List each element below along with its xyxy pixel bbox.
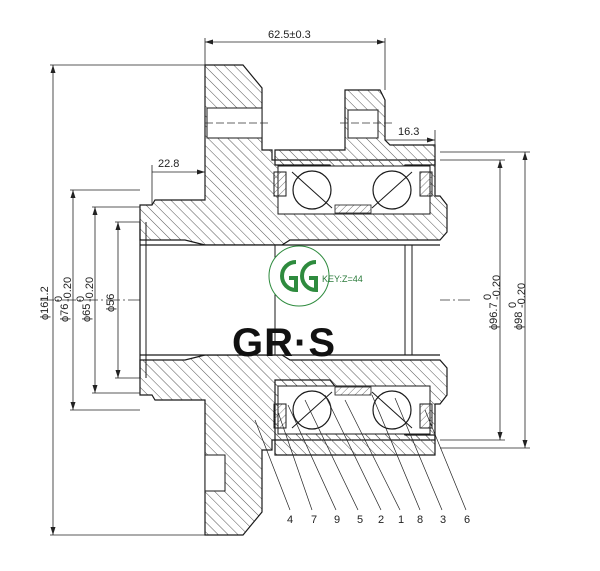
dim-dia-76-tol-lower: -0.20 <box>62 277 74 302</box>
part-number-label: 6 <box>464 514 470 526</box>
dim-dia-98: ϕ98 <box>513 312 525 330</box>
part-number-label: 2 <box>378 514 384 526</box>
dim-dia-96-7-tol-upper: 0 <box>482 294 494 300</box>
dim-dia-76-tol-upper: 0 <box>53 296 65 302</box>
dim-width-22-8: 22.8 <box>158 158 179 170</box>
seal-lower-left <box>273 403 287 429</box>
seal-upper-left <box>273 171 287 197</box>
part-number-label: 7 <box>311 514 317 526</box>
dim-dia-56: ϕ56 <box>105 294 117 312</box>
dim-dia-76: ϕ76 <box>59 304 71 322</box>
dim-width-62-5: 62.5±0.3 <box>268 29 311 41</box>
key-label: KEY:Z=44 <box>322 274 363 284</box>
seal-upper-right <box>419 171 433 197</box>
dimension-lines <box>50 38 530 536</box>
dim-dia-98-tol-lower: -0.20 <box>516 283 528 308</box>
part-number-label: 4 <box>287 514 293 526</box>
dim-width-16-3: 16.3 <box>398 126 419 138</box>
part-number-label: 1 <box>398 514 404 526</box>
dim-dia-161-2: ϕ161.2 <box>39 286 51 320</box>
part-number-label: 9 <box>334 514 340 526</box>
part-number-labels: 4 7 9 5 2 1 8 3 6 <box>287 514 470 526</box>
dim-dia-65: ϕ65 <box>81 304 93 322</box>
dim-dia-96-7-tol-lower: -0.20 <box>491 275 503 300</box>
gs-logo-icon <box>268 245 330 307</box>
dim-dia-65-tol-upper: 0 <box>75 296 87 302</box>
part-number-label: 5 <box>357 514 363 526</box>
dim-dia-96-7: ϕ96.7 <box>488 302 500 330</box>
part-number-label: 8 <box>417 514 423 526</box>
leader-lines <box>254 394 467 511</box>
dim-dia-65-tol-lower: -0.20 <box>84 277 96 302</box>
brand-logo-text: GR·S <box>232 321 336 365</box>
knuckle-hole-upper <box>347 109 379 139</box>
dimension-arrows <box>50 39 528 535</box>
bolt-hole-lower <box>204 454 226 492</box>
part-number-label: 3 <box>440 514 446 526</box>
dim-dia-98-tol-upper: 0 <box>507 302 519 308</box>
seal-lower-right <box>419 403 433 429</box>
